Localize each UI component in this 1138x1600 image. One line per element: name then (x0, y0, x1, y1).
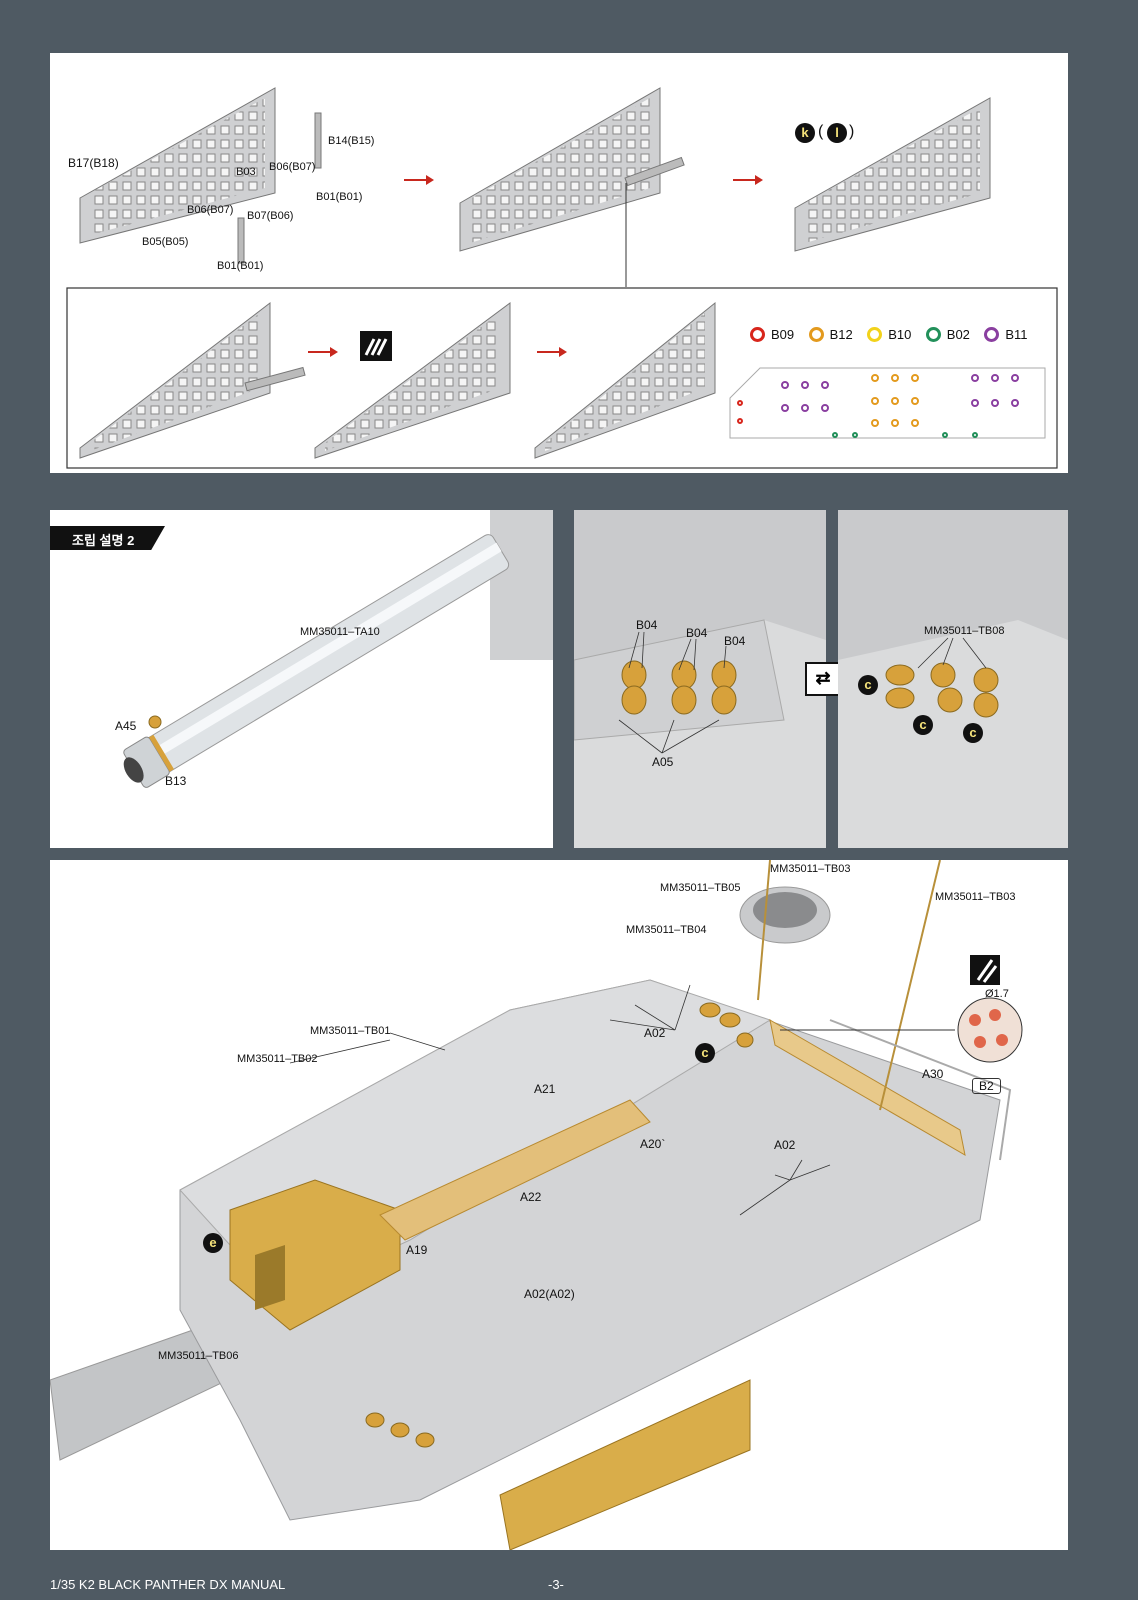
marker-c: c (695, 1043, 715, 1063)
marker-l: l (827, 123, 847, 143)
label-a05: A05 (652, 755, 674, 769)
legend-ring (925, 327, 941, 342)
label-b17: B17(B18) (68, 156, 119, 170)
legend-label: B02 (946, 327, 970, 342)
step1-panel: B17(B18) B03 B06(B07) B06(B07) B07(B06) … (50, 53, 1068, 473)
detail-panel-mid: B04 B04 B04 A05 (574, 510, 826, 848)
step-arrow-1 (404, 175, 434, 185)
label-b04-3: B04 (724, 634, 746, 648)
label-tb01: MM35011–TB01 (310, 1025, 391, 1037)
label-tb03-a: MM35011–TB03 (770, 863, 851, 875)
label-b2: B2 (972, 1078, 1001, 1094)
label-a20: A20` (640, 1137, 666, 1151)
label-dia: Ø1.7 (985, 988, 1009, 1000)
legend-label: B09 (771, 327, 795, 342)
label-b13: B13 (165, 774, 187, 788)
marker-paren-open: ( (818, 123, 824, 140)
marker-c: c (963, 723, 983, 743)
legend-ring (808, 327, 824, 342)
label-b03: B03 (236, 166, 256, 178)
marker-k: k (795, 123, 815, 143)
step-header (50, 526, 165, 550)
step-arrow-4 (537, 347, 567, 357)
label-a21: A21 (534, 1082, 556, 1096)
label-tb04: MM35011–TB04 (626, 924, 707, 936)
tank-drawing (50, 860, 1023, 1550)
legend-label: B10 (888, 327, 912, 342)
legend-item: B02 (925, 327, 970, 342)
legend-item: B12 (808, 327, 853, 342)
legend-item: B09 (750, 327, 794, 342)
tank-panel: MM35011–TB03 MM35011–TB03 MM35011–TB05 M… (50, 860, 1068, 1550)
swap-icon: ⇄ (805, 662, 841, 696)
legend-label: B12 (829, 327, 853, 342)
label-tb06: MM35011–TB06 (158, 1350, 239, 1362)
legend-label: B11 (1005, 327, 1028, 342)
detail-panel-right: MM35011–TB08 c c c (838, 510, 1068, 848)
label-tb02: MM35011–TB02 (237, 1053, 318, 1065)
legend-item: B10 (867, 327, 911, 342)
label-a02-top: A02 (644, 1026, 666, 1040)
label-a45: A45 (115, 719, 137, 733)
legend-item: B11 (984, 327, 1028, 342)
label-a02-a02: A02(A02) (524, 1287, 575, 1301)
label-tb08: MM35011–TB08 (924, 625, 1005, 637)
legend-ring (867, 327, 883, 342)
marker-e: e (203, 1233, 223, 1253)
step-header-text: 조립 설명 2 (72, 533, 135, 548)
label-b06-top: B06(B07) (269, 161, 316, 173)
label-ta10: MM35011–TA10 (300, 626, 380, 638)
label-b01-bottom: B01(B01) (217, 260, 264, 272)
step1-drawing (66, 87, 1058, 469)
marker-paren-close: ) (849, 123, 855, 140)
label-a02-right: A02 (774, 1138, 796, 1152)
legend-ring (984, 327, 1000, 342)
label-b04-2: B04 (686, 626, 708, 640)
footer-page: -3- (548, 1577, 564, 1592)
legend-ring (750, 327, 765, 342)
color-legend: B09 B12 B10 B02 B11 (750, 327, 1038, 347)
right-drawing (838, 510, 1068, 848)
label-tb05: MM35011–TB05 (660, 882, 741, 894)
marker-c: c (913, 715, 933, 735)
label-tb03-b: MM35011–TB03 (935, 891, 1016, 903)
label-b07: B07(B06) (247, 210, 294, 222)
step-arrow-2 (733, 175, 763, 185)
label-b14: B14(B15) (328, 135, 375, 147)
footer-title: 1/35 K2 BLACK PANTHER DX MANUAL (50, 1577, 286, 1592)
label-b01-right: B01(B01) (316, 191, 363, 203)
barrel-drawing (123, 510, 553, 788)
label-b06-left: B06(B07) (187, 204, 234, 216)
label-a22: A22 (520, 1190, 542, 1204)
barrel-panel: 조립 설명 2 MM35011–TA10 A45 B13 (50, 510, 553, 848)
step-arrow-3 (308, 347, 338, 357)
mid-drawing (574, 510, 826, 848)
label-b04-1: B04 (636, 618, 658, 632)
marker-c: c (858, 675, 878, 695)
label-a30: A30 (922, 1067, 944, 1081)
label-a19: A19 (406, 1243, 428, 1257)
label-b05: B05(B05) (142, 236, 189, 248)
